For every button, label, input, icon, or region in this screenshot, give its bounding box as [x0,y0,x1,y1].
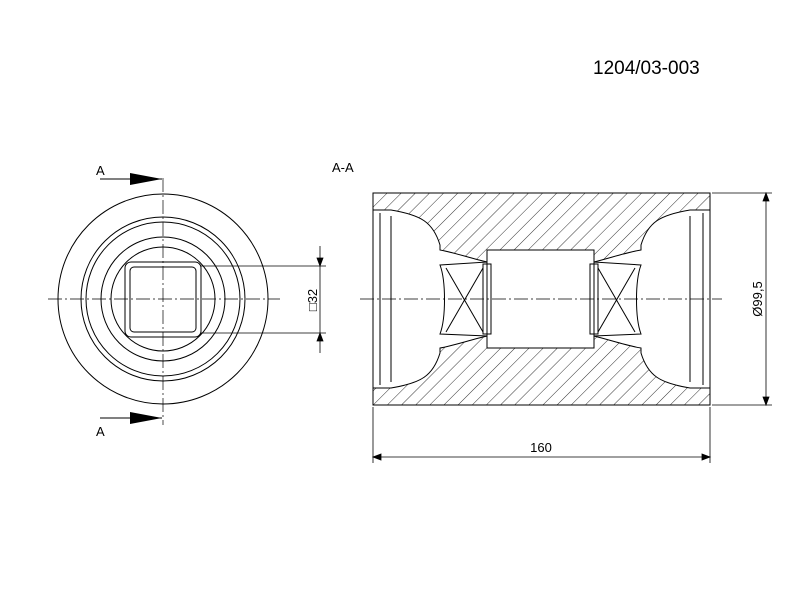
diameter-dimension [712,191,772,407]
section-title: A-A [332,160,354,175]
section-mark-bottom: A [96,424,105,439]
length-dimension [371,407,712,463]
square-dimension-label: □32 [305,289,320,311]
length-dimension-label: 160 [530,440,552,455]
section-mark-top: A [96,163,105,178]
diameter-dimension-label: Ø99,5 [750,281,765,316]
section-view [360,192,722,406]
section-arrow-bottom [100,412,162,424]
end-view [48,178,280,425]
section-arrow-top [100,173,162,185]
drawing-number: 1204/03-003 [593,58,700,79]
square-dimension [201,246,326,353]
